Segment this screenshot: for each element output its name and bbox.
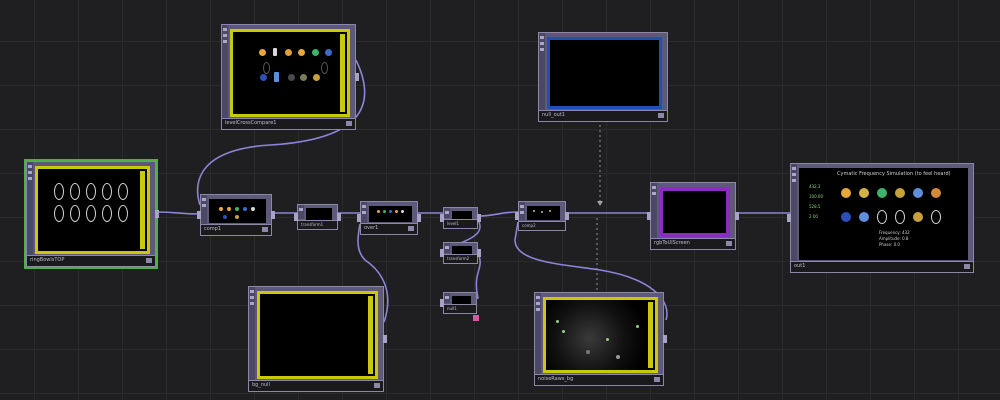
node-blue-top[interactable]: null_out1 (538, 32, 668, 122)
node-label: null1 (447, 306, 457, 311)
node-viewer (547, 37, 662, 109)
node-label: level1 (447, 221, 460, 226)
node-viewer (452, 246, 472, 254)
node-label: ringBowlsTOP (30, 257, 65, 263)
node-over1[interactable]: over1 (357, 201, 421, 235)
node-viewer (230, 29, 350, 117)
node-label: comp2 (522, 223, 536, 228)
node-transform2[interactable]: transform2 (440, 242, 481, 264)
node-label: transform2 (447, 256, 470, 261)
node-viewer (369, 206, 412, 222)
output-value-4: 2.00 (809, 214, 818, 219)
output-center-1: Frequency: 432 (879, 230, 910, 235)
display-flag-icon[interactable] (473, 315, 479, 321)
node-comp2[interactable]: comp2 (515, 201, 569, 231)
node-viewer (35, 166, 150, 254)
node-purple[interactable]: rgbToUlScreen (647, 182, 739, 250)
node-label: rgbToUlScreen (654, 240, 690, 246)
node-viewer: Cymatic Frequency Simulation (to feel he… (799, 168, 968, 260)
output-header: Cymatic Frequency Simulation (to feel he… (837, 171, 951, 177)
output-center-3: Phase: 0.0 (879, 242, 900, 247)
node-level1[interactable]: level1 (440, 207, 481, 229)
node-viewer (306, 208, 332, 220)
node-blank-bottom[interactable]: bg_null (248, 286, 387, 392)
node-viewer (543, 297, 658, 373)
node-label: over1 (364, 225, 379, 231)
node-particles[interactable]: noiseRaws_bg (534, 292, 667, 386)
node-viewer (452, 296, 471, 304)
wire-rings-to-comp1 (155, 211, 201, 215)
node-null1[interactable]: null1 (440, 292, 477, 314)
node-viewer (527, 206, 560, 220)
node-viewer (209, 199, 266, 223)
output-value-2: 100.00 (809, 194, 823, 199)
wire-level1-to-comp2 (477, 211, 519, 217)
output-value-3: 528.5 (809, 204, 821, 209)
node-label: out1 (794, 263, 806, 269)
node-label: comp1 (204, 226, 222, 232)
node-label: null_out1 (542, 112, 565, 118)
dependency-arrow-icon (597, 201, 603, 206)
node-viewer (257, 291, 378, 379)
node-viewer (452, 211, 472, 219)
output-center-2: Amplitude: 0.8 (879, 236, 909, 241)
node-label: noiseRaws_bg (538, 376, 574, 382)
node-output[interactable]: Cymatic Frequency Simulation (to feel he… (787, 163, 974, 273)
node-label: bg_null (252, 382, 270, 388)
node-label: levelCrossCompare1 (225, 120, 277, 126)
output-value-1: 432.3 (809, 184, 821, 189)
node-transform1[interactable]: transform1 (294, 204, 341, 230)
node-rings-left[interactable]: ringBowlsTOP (26, 161, 159, 267)
node-rings-top[interactable]: levelCrossCompare1 (221, 24, 359, 130)
node-viewer (659, 187, 730, 237)
node-comp1[interactable]: comp1 (197, 194, 275, 236)
node-label: transform1 (301, 222, 324, 227)
